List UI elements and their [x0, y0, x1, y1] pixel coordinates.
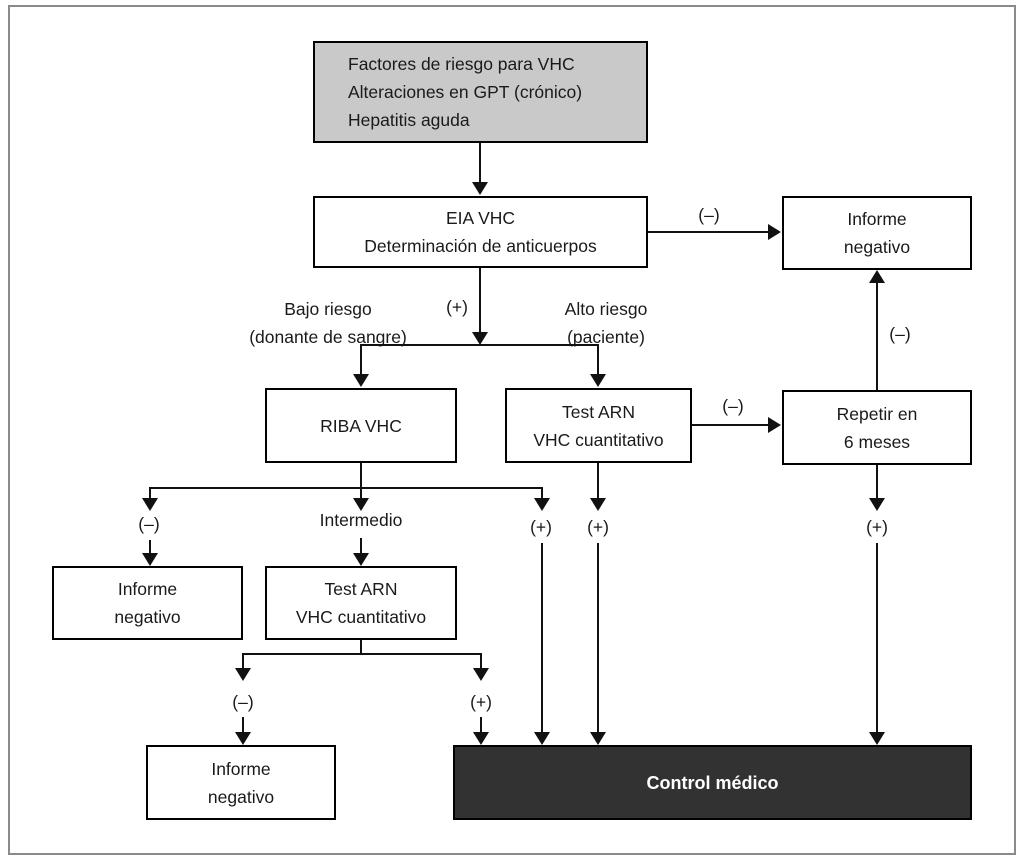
arrowhead-down-icon — [534, 732, 550, 745]
edge-label-bajo-riesgo: Bajo riesgo (donante de sangre) — [218, 295, 438, 351]
test-arn-right-box: Test ARN VHC cuantitativo — [505, 388, 692, 463]
edge-label-eia-negative: (–) — [698, 205, 720, 225]
informe-negativo-top-box: Informe negativo — [782, 196, 972, 270]
repetir-line: Repetir en — [836, 403, 918, 424]
edge-risk-to-eia — [479, 143, 481, 183]
risk-factors-line: Hepatitis aguda — [348, 110, 470, 130]
edge-label-arn-right-negative: (–) — [722, 396, 744, 416]
arrowhead-down-icon — [472, 332, 488, 345]
edge-arn-right-to-repetir — [692, 424, 768, 426]
informe-negativo-line: negativo — [207, 786, 275, 807]
test-arn-line: Test ARN — [562, 401, 635, 422]
edge-label-repetir-negative: (–) — [889, 324, 911, 344]
eia-vhc-title: EIA VHC — [445, 208, 516, 228]
arrowhead-down-icon — [534, 498, 550, 511]
arrowhead-up-icon — [869, 270, 885, 283]
arrowhead-down-icon — [869, 498, 885, 511]
edge-junction-bar — [360, 344, 599, 346]
edge-label-arn-center-positive: (+) — [470, 692, 492, 712]
edge-arn-center-negative — [242, 653, 244, 668]
repetir-line: 6 meses — [843, 431, 911, 452]
informe-negativo-bottom-box: Informe negativo — [146, 745, 336, 820]
arrowhead-down-icon — [472, 182, 488, 195]
test-arn-line: VHC cuantitativo — [533, 429, 664, 450]
risk-factors-line: Alteraciones en GPT (crónico) — [348, 82, 583, 102]
informe-negativo-line: Informe — [117, 579, 178, 599]
test-arn-center-box: Test ARN VHC cuantitativo — [265, 566, 457, 640]
test-arn-line: Test ARN — [324, 579, 398, 599]
edge-riba-down — [360, 463, 362, 489]
edge-junction-to-arn-right — [597, 344, 599, 374]
arrowhead-down-icon — [353, 374, 369, 387]
edge-eia-to-informe-top — [648, 231, 768, 233]
edge-label-alto-riesgo: Alto riesgo (paciente) — [496, 295, 716, 351]
edge-label-arn-right-positive: (+) — [587, 517, 609, 537]
edge-arn-center-down — [360, 640, 362, 655]
edge-riba-positive — [541, 489, 543, 498]
bajo-riesgo-line: Bajo riesgo — [284, 299, 372, 319]
bajo-riesgo-line: (donante de sangre) — [249, 327, 407, 347]
edge-arn-center-to-control — [480, 717, 482, 732]
eia-vhc-box: EIA VHC Determinación de anticuerpos — [313, 196, 648, 268]
edge-junction-to-riba — [360, 344, 362, 374]
control-medico-box: Control médico — [453, 745, 972, 820]
edge-label-repetir-positive: (+) — [866, 517, 888, 537]
edge-to-informe-bottom — [242, 717, 244, 732]
edge-label-intermedio: Intermedio — [319, 510, 403, 530]
edge-arn-center-bar — [242, 653, 482, 655]
arrowhead-down-icon — [353, 498, 369, 511]
riba-vhc-label: RIBA VHC — [320, 415, 402, 436]
edge-riba-positive-to-control — [541, 543, 543, 732]
arrowhead-down-icon — [590, 374, 606, 387]
arrowhead-down-icon — [473, 668, 489, 681]
arrowhead-down-icon — [235, 668, 251, 681]
edge-label-riba-positive: (+) — [530, 517, 552, 537]
edge-repetir-to-informe-top — [876, 283, 878, 390]
informe-negativo-line: Informe — [211, 758, 271, 779]
informe-negativo-line: negativo — [843, 237, 911, 257]
edge-to-informe-left — [149, 540, 151, 553]
arrowhead-right-icon — [768, 417, 781, 433]
arrowhead-down-icon — [869, 732, 885, 745]
eia-vhc-subtitle: Determinación de anticuerpos — [364, 236, 597, 256]
control-medico-label: Control médico — [646, 772, 779, 793]
arrowhead-down-icon — [142, 553, 158, 566]
edge-eia-positive — [479, 268, 481, 333]
informe-negativo-line: negativo — [114, 607, 181, 627]
edge-arn-center-positive — [480, 653, 482, 668]
arrowhead-down-icon — [353, 553, 369, 566]
alto-riesgo-line: Alto riesgo — [564, 299, 648, 319]
risk-factors-box: Factores de riesgo para VHC Alteraciones… — [313, 41, 648, 143]
edge-riba-bar — [149, 487, 543, 489]
risk-factors-line: Factores de riesgo para VHC — [348, 54, 575, 74]
arrowhead-right-icon — [768, 224, 781, 240]
informe-negativo-left-box: Informe negativo — [52, 566, 243, 640]
arrowhead-down-icon — [590, 732, 606, 745]
edge-repetir-positive — [876, 465, 878, 498]
edge-repetir-to-control — [876, 543, 878, 732]
edge-label-arn-center-negative: (–) — [232, 692, 254, 712]
edge-riba-negative — [149, 489, 151, 498]
informe-negativo-line: Informe — [847, 209, 907, 229]
repetir-box: Repetir en 6 meses — [782, 390, 972, 465]
alto-riesgo-line: (paciente) — [567, 327, 645, 347]
edge-riba-intermedio — [360, 489, 362, 498]
arrowhead-down-icon — [590, 498, 606, 511]
test-arn-line: VHC cuantitativo — [295, 607, 427, 627]
riba-vhc-box: RIBA VHC — [265, 388, 457, 463]
arrowhead-down-icon — [235, 732, 251, 745]
arrowhead-down-icon — [473, 732, 489, 745]
edge-arn-right-positive-to-control — [597, 543, 599, 732]
edge-to-arn-center — [360, 538, 362, 553]
arrowhead-down-icon — [142, 498, 158, 511]
edge-arn-right-positive — [597, 463, 599, 498]
edge-label-eia-positive: (+) — [446, 297, 468, 317]
edge-label-riba-negative: (–) — [138, 514, 160, 534]
